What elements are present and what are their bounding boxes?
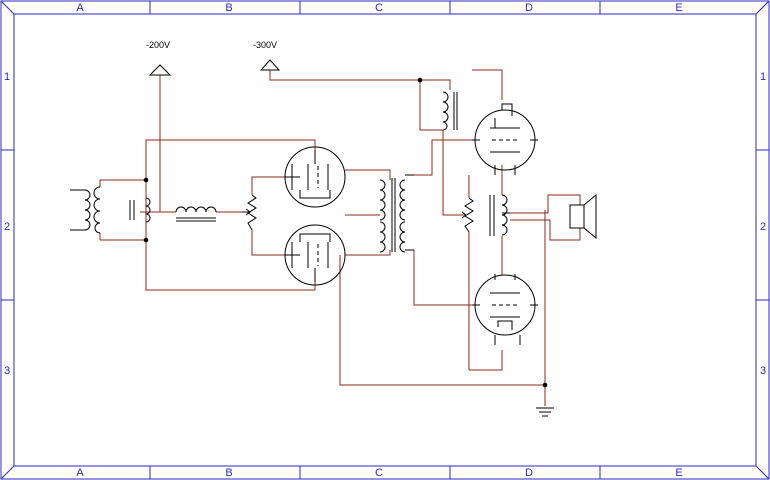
triode-lower-left <box>284 224 346 286</box>
column-label: E <box>675 467 682 479</box>
column-labels-top: A B C D E <box>76 2 682 14</box>
ground-icon <box>536 407 554 417</box>
triode-upper-right <box>472 103 538 175</box>
column-label: A <box>76 467 84 479</box>
column-label: C <box>375 467 383 479</box>
row-labels-left: 1 2 3 <box>4 71 10 377</box>
column-labels-bottom: A B C D E <box>76 467 682 479</box>
potentiometer-right <box>461 197 474 233</box>
column-label: B <box>225 467 232 479</box>
column-label: D <box>525 467 533 479</box>
supply-symbol-300v <box>259 59 281 71</box>
column-label: A <box>76 2 84 14</box>
triode-lower-right <box>472 274 538 345</box>
row-label: 2 <box>4 221 10 233</box>
junction-dots <box>143 77 548 388</box>
input-transformer <box>70 186 151 234</box>
column-label: E <box>675 2 682 14</box>
row-label: 2 <box>760 221 766 233</box>
column-label: D <box>525 2 533 14</box>
supply-label-300v: -300V <box>253 40 277 50</box>
choke <box>175 206 217 222</box>
column-label: B <box>225 2 232 14</box>
supply-label-200v: -200V <box>146 40 170 50</box>
row-labels-right: 1 2 3 <box>760 71 766 377</box>
column-label: C <box>375 2 383 14</box>
row-label: 3 <box>4 365 10 377</box>
row-label: 3 <box>760 365 766 377</box>
output-transformer <box>489 194 510 236</box>
row-label: 1 <box>4 71 10 83</box>
loudspeaker <box>569 193 597 240</box>
triode-upper-left <box>284 146 346 208</box>
interstage-transformer <box>379 174 414 253</box>
filament-transformer <box>442 91 458 131</box>
row-label: 1 <box>760 71 766 83</box>
supply-symbol-200v <box>148 64 172 76</box>
potentiometer-left <box>242 194 257 231</box>
